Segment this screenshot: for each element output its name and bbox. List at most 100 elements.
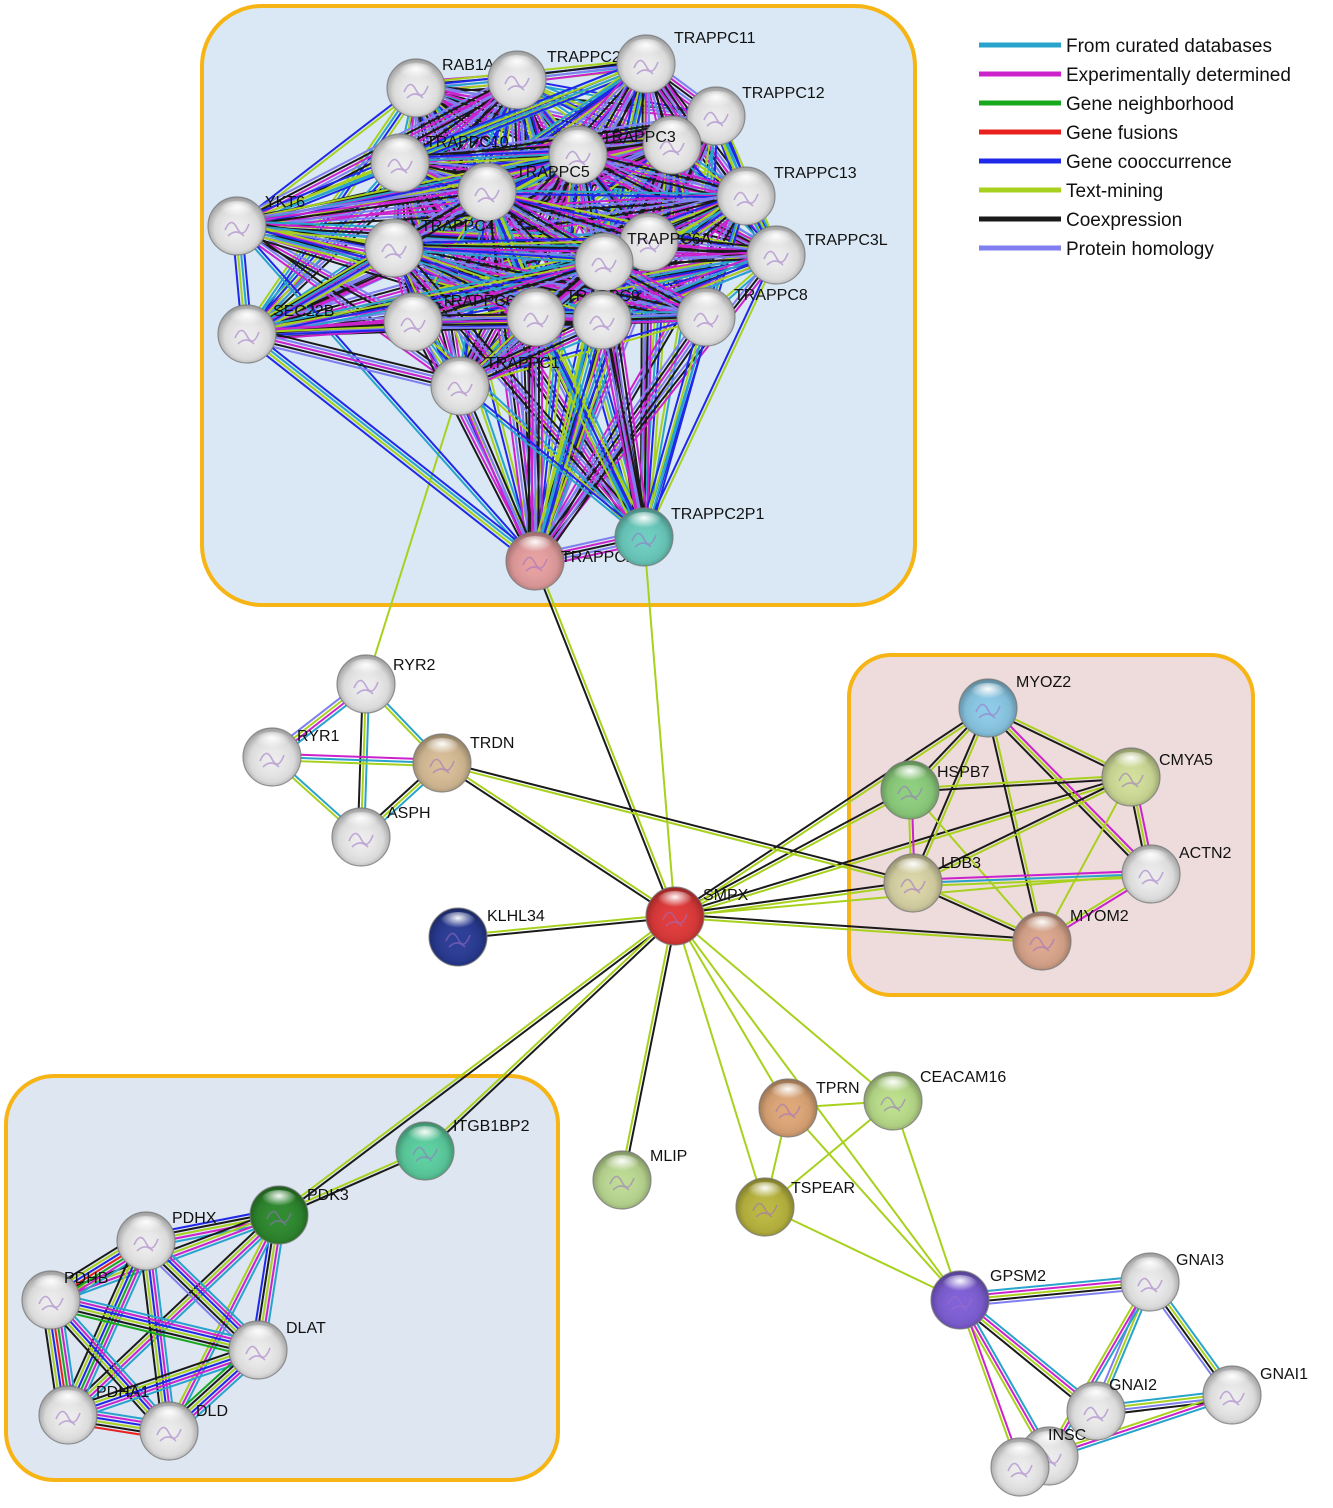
node-dld[interactable]: DLD bbox=[139, 1401, 228, 1461]
protein-structure-icon bbox=[245, 1345, 271, 1361]
protein-structure-icon bbox=[631, 532, 657, 548]
node-label: LDB3 bbox=[941, 855, 981, 872]
node-ryr2[interactable]: RYR2 bbox=[336, 654, 435, 714]
edge-NOLABEL3-TRAPPC2P1 bbox=[597, 319, 649, 538]
node-rim bbox=[383, 292, 443, 352]
legend-item-neighborhood: Gene neighborhood bbox=[979, 94, 1234, 115]
node-nolabel2[interactable] bbox=[506, 287, 566, 347]
edge-RAB1A-YKT6 bbox=[235, 85, 418, 229]
protein-structure-icon bbox=[353, 679, 379, 695]
legend-label: Gene fusions bbox=[1066, 123, 1178, 144]
node-gloss bbox=[1133, 849, 1169, 869]
node-trappc8[interactable]: TRAPPC8 bbox=[676, 287, 808, 347]
edge-textmining bbox=[66, 1213, 279, 1415]
node-trappc12[interactable]: TRAPPC12 bbox=[686, 85, 825, 146]
node-gloss bbox=[1132, 1257, 1168, 1277]
node-trappc3[interactable]: TRAPPC3 bbox=[602, 115, 702, 175]
node-trappc6a[interactable]: TRAPPC6A bbox=[619, 212, 712, 272]
node-rim bbox=[572, 290, 632, 350]
node-trappc3l[interactable]: TRAPPC3L bbox=[746, 225, 888, 285]
node-cmya5[interactable]: CMYA5 bbox=[1101, 747, 1213, 807]
edge-textmining bbox=[674, 915, 766, 1208]
node-rim bbox=[735, 1177, 795, 1237]
edge-SMPX-KLHL34 bbox=[457, 913, 676, 940]
node-gloss bbox=[376, 223, 412, 243]
node-rim bbox=[990, 1437, 1050, 1497]
node-trappc6b[interactable]: TRAPPC6B bbox=[383, 292, 525, 352]
edge-cooccurrence bbox=[145, 1240, 170, 1432]
edge-SMPX-MLIP bbox=[619, 915, 678, 1181]
node-gloss bbox=[395, 297, 431, 317]
edge-textmining bbox=[1041, 776, 1132, 942]
node-ryr1[interactable]: RYR1 bbox=[242, 727, 339, 787]
node-ykt6[interactable]: YKT6 bbox=[207, 194, 305, 256]
node-klhl34[interactable]: KLHL34 bbox=[428, 907, 545, 967]
edge-textmining bbox=[535, 560, 678, 916]
node-gnai3[interactable]: GNAI3 bbox=[1120, 1252, 1224, 1312]
node-gloss bbox=[728, 171, 764, 191]
edge-SMPX-MYOM2 bbox=[674, 913, 1043, 944]
node-nolabel4[interactable] bbox=[990, 1437, 1050, 1497]
node-gloss bbox=[560, 130, 596, 150]
edge-textmining bbox=[245, 334, 535, 564]
node-trappc1[interactable]: TRAPPC1 bbox=[430, 355, 560, 416]
node-ldb3[interactable]: LDB3 bbox=[883, 853, 981, 913]
node-rim bbox=[1121, 844, 1181, 904]
protein-structure-icon bbox=[403, 83, 429, 99]
node-rab1a[interactable]: RAB1A bbox=[386, 57, 495, 118]
node-trappc11[interactable]: TRAPPC11 bbox=[616, 30, 756, 94]
node-nolabel3[interactable] bbox=[572, 290, 632, 350]
node-trappc2p1[interactable]: TRAPPC2P1 bbox=[614, 506, 764, 567]
node-itgb1bp2[interactable]: ITGB1BP2 bbox=[395, 1118, 530, 1181]
node-gnai1[interactable]: GNAI1 bbox=[1202, 1365, 1308, 1425]
edge-textmining bbox=[674, 915, 894, 1102]
node-hspb7[interactable]: HSPB7 bbox=[880, 760, 990, 820]
node-pdha1[interactable]: PDHA1 bbox=[38, 1384, 149, 1445]
node-pdhx[interactable]: PDHX bbox=[116, 1210, 217, 1271]
node-myom2[interactable]: MYOM2 bbox=[1012, 908, 1129, 971]
edge-TRDN-LDB3 bbox=[441, 760, 914, 886]
protein-structure-icon bbox=[775, 1103, 801, 1119]
edge-textmining bbox=[487, 190, 647, 537]
node-sec22b[interactable]: SEC22B bbox=[217, 303, 334, 364]
node-trappc5[interactable]: TRAPPC5 bbox=[516, 125, 608, 185]
node-asph[interactable]: ASPH bbox=[331, 805, 431, 867]
edge-YKT6-TRAPPC4 bbox=[236, 184, 488, 234]
protein-structure-icon bbox=[1083, 1406, 1109, 1422]
node-pdk3[interactable]: PDK3 bbox=[249, 1185, 349, 1245]
node-trappc4[interactable]: TRAPPC4 bbox=[421, 162, 517, 235]
protein-structure-icon bbox=[259, 752, 285, 768]
node-pdhb[interactable]: PDHB bbox=[21, 1270, 108, 1330]
node-nolabel1[interactable] bbox=[364, 218, 424, 278]
node-mlip[interactable]: MLIP bbox=[592, 1148, 687, 1210]
edge-cooccurrence bbox=[647, 318, 712, 539]
protein-structure-icon bbox=[523, 312, 549, 328]
edge-homology bbox=[459, 385, 536, 562]
node-trappc13[interactable]: TRAPPC13 bbox=[716, 165, 857, 226]
node-trappc2[interactable]: TRAPPC2 bbox=[505, 531, 635, 591]
node-ceacam16[interactable]: CEACAM16 bbox=[863, 1069, 1006, 1131]
node-dlat[interactable]: DLAT bbox=[228, 1320, 326, 1380]
edge-textmining bbox=[892, 1100, 961, 1301]
legend-item-homology: Protein homology bbox=[979, 239, 1214, 260]
edge-homology bbox=[601, 319, 645, 538]
node-actn2[interactable]: ACTN2 bbox=[1121, 844, 1232, 904]
node-gloss bbox=[628, 39, 664, 59]
node-smpx[interactable]: SMPX bbox=[645, 886, 749, 946]
node-trappc10[interactable]: TRAPPC10 bbox=[370, 133, 509, 193]
protein-structure-icon bbox=[1138, 869, 1164, 885]
edge-cooccurrence bbox=[394, 245, 605, 262]
node-rim bbox=[242, 727, 302, 787]
edge-coexpression bbox=[279, 916, 677, 1218]
node-trdn[interactable]: TRDN bbox=[412, 733, 514, 793]
node-myoz2[interactable]: MYOZ2 bbox=[958, 674, 1071, 738]
node-trappc2l[interactable]: TRAPPC2L bbox=[487, 49, 630, 110]
node-gnai2[interactable]: GNAI2 bbox=[1066, 1377, 1157, 1441]
node-tspear[interactable]: TSPEAR bbox=[735, 1177, 855, 1237]
node-rim bbox=[207, 196, 267, 256]
node-tprn[interactable]: TPRN bbox=[758, 1078, 860, 1138]
node-gpsm2[interactable]: GPSM2 bbox=[930, 1268, 1046, 1330]
edge-SMPX-PDK3 bbox=[277, 913, 677, 1218]
